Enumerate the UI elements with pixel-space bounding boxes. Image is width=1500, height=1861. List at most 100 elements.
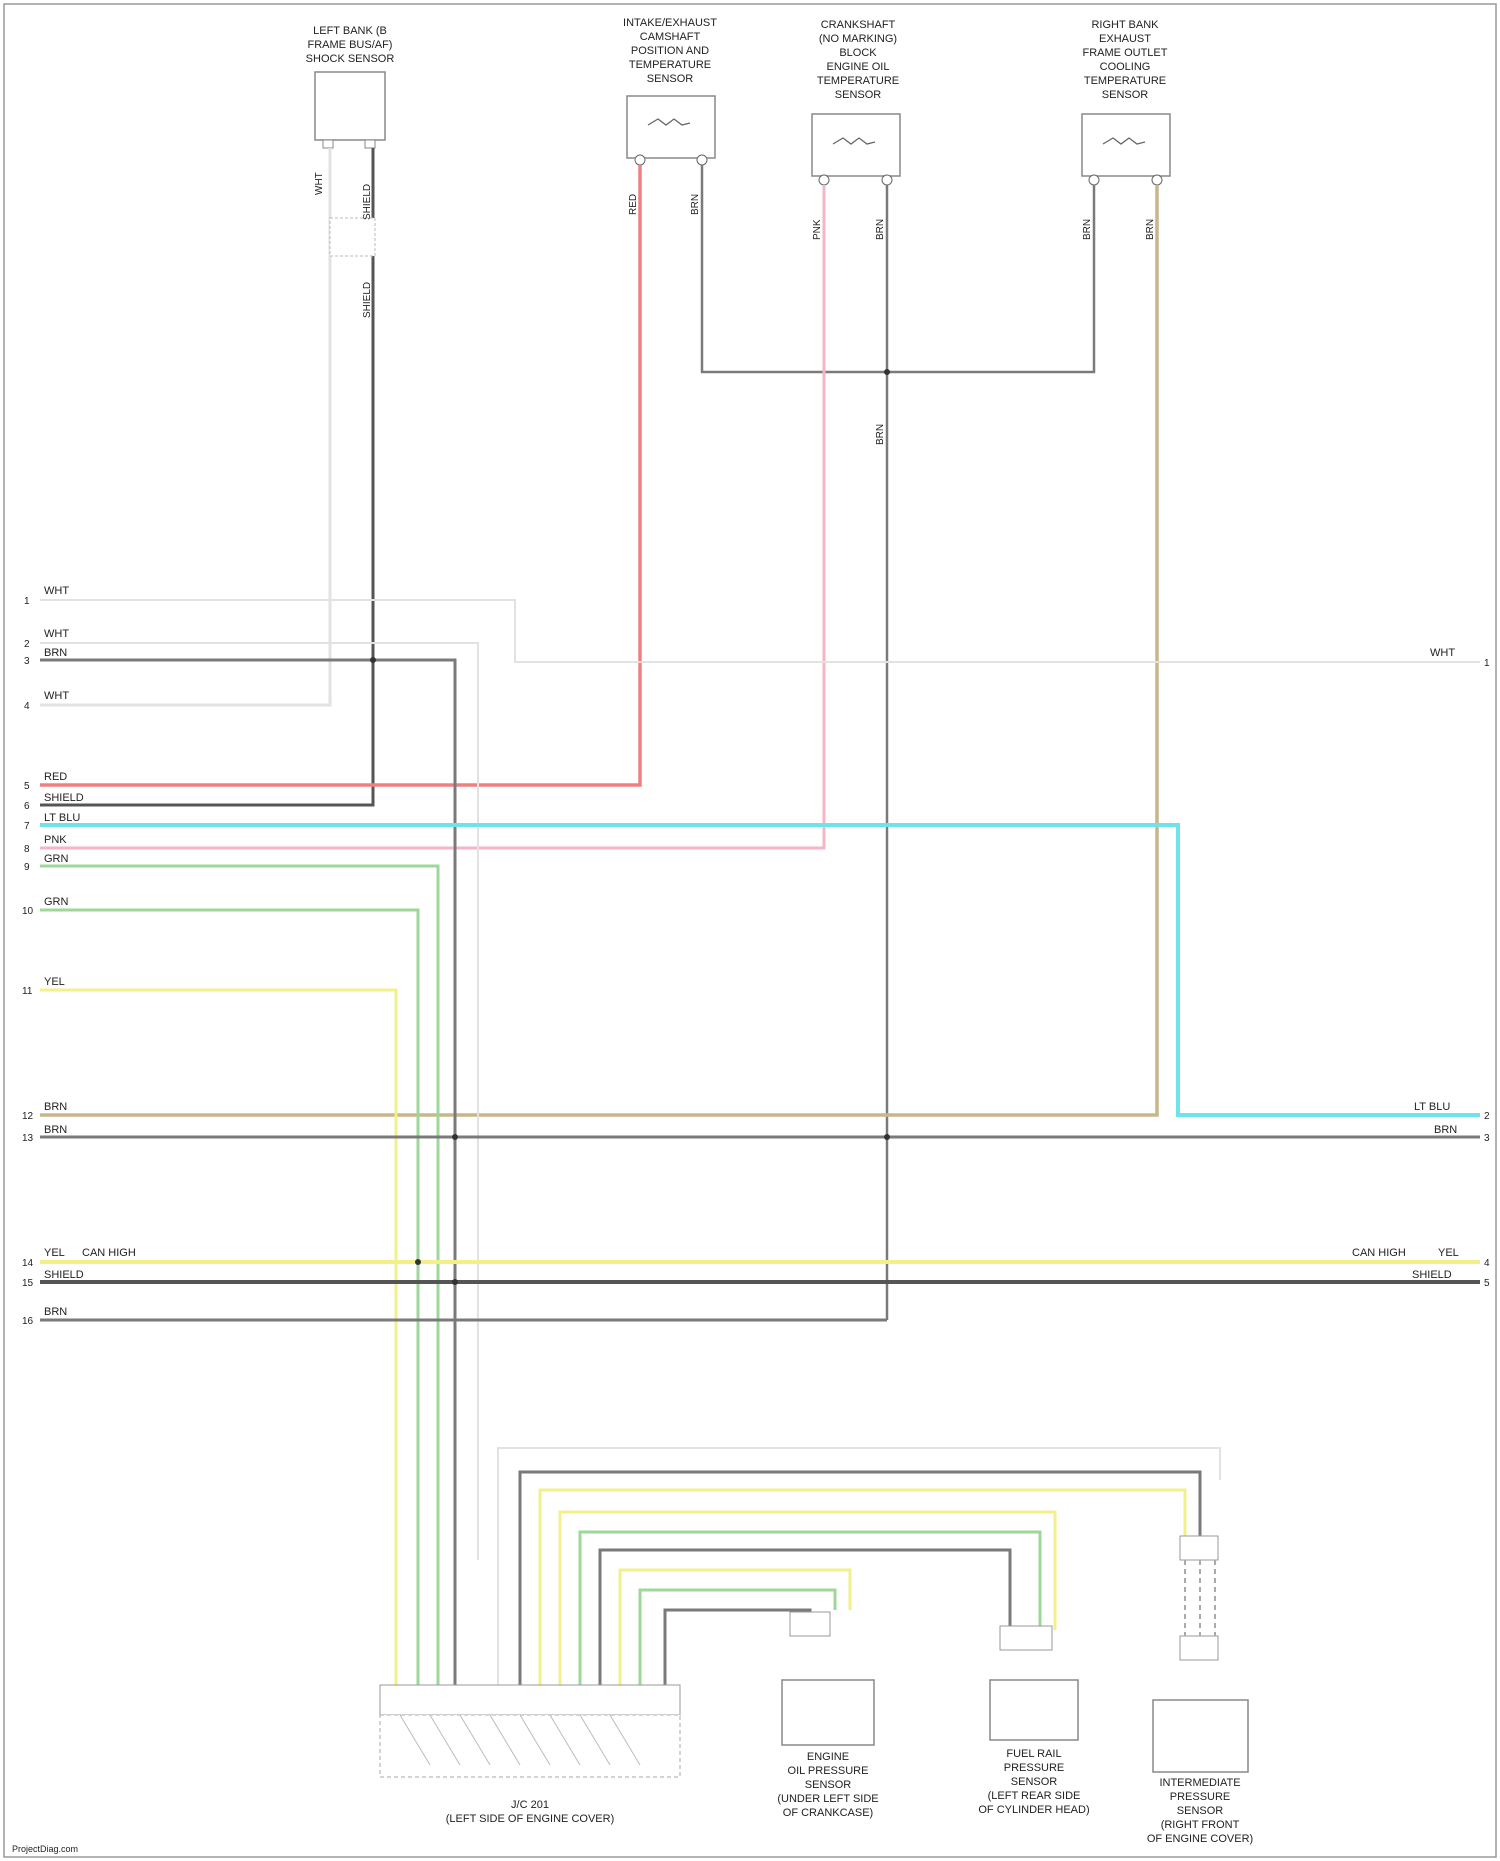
top-component-2-line-2: CAMSHAFT [640,31,701,43]
top-component-3-line-4: ENGINE OIL [827,61,890,73]
top-component-3: CRANKSHAFT (NO MARKING) BLOCK ENGINE OIL… [812,19,900,185]
wire-pin7-ltblu [40,825,1480,1115]
crankshaft-sensor-body [812,114,900,176]
vlabel-crankshaft-brn: BRN [875,219,886,240]
left-pin-4-color: WHT [44,690,69,702]
vlabel-shock-shield-2: SHIELD [362,282,373,318]
shock-sensor-body [315,72,385,140]
camshaft-sensor-body [627,96,715,158]
wire-pin3-brn [40,660,455,1690]
wire-pin1-wht [40,600,1480,662]
wire-pin11-yel [40,990,396,1690]
exhaust-sensor-pin-a [1089,175,1099,185]
vlabel-exhaust-brn: BRN [1082,219,1093,240]
diagram-frame [4,4,1496,1857]
top-component-1-line-3: SHOCK SENSOR [306,53,395,65]
right-pin-2-color: LT BLU [1414,1101,1450,1113]
left-pin-5-num: 5 [24,781,30,792]
top-component-4-line-2: EXHAUST [1099,33,1151,45]
camshaft-sensor-pin-b [697,155,707,165]
bottom-component-3: INTERMEDIATE PRESSURE SENSOR (RIGHT FRON… [1147,1700,1253,1845]
left-pin-4-num: 4 [24,701,30,712]
exhaust-sensor-body [1082,114,1170,176]
harness-brn-3 [665,1610,810,1690]
exhaust-sensor-pin-b [1152,175,1162,185]
top-component-3-line-2: (NO MARKING) [819,33,897,45]
shock-sensor-splice [330,218,375,256]
wire-pin10-grn [40,910,418,1690]
top-component-2-line-5: SENSOR [647,73,694,85]
right-pin-5-color: SHIELD [1412,1269,1452,1281]
left-pin-12-color: BRN [44,1101,67,1113]
left-pin-13-color: BRN [44,1124,67,1136]
vlabel-shock-shield-1: SHIELD [362,184,373,220]
top-component-2-line-1: INTAKE/EXHAUST [623,17,717,29]
right-pin-4-signal: CAN HIGH [1352,1247,1406,1259]
connector-jc201-line-1: J/C 201 [511,1799,549,1811]
top-component-3-line-5: TEMPERATURE [817,75,899,87]
left-pin-11-color: YEL [44,976,65,988]
connector-jc201: J/C 201 (LEFT SIDE OF ENGINE COVER) [380,1685,680,1825]
wire-shock-wht [40,148,330,705]
left-pin-7-color: LT BLU [44,812,80,824]
left-pin-15-num: 15 [22,1278,34,1289]
crankshaft-sensor-pin-b [882,175,892,185]
bottom-component-2-line-5: OF CYLINDER HEAD) [978,1804,1089,1816]
crankshaft-sensor-pin-a [819,175,829,185]
left-pin-1-color: WHT [44,585,69,597]
harness-yel-1 [540,1490,1185,1690]
vlabel-camshaft-brn: BRN [690,194,701,215]
top-component-2-line-4: TEMPERATURE [629,59,711,71]
top-component-3-line-1: CRANKSHAFT [821,19,896,31]
bottom-component-3-line-5: OF ENGINE COVER) [1147,1833,1253,1845]
left-pin-8-num: 8 [24,844,30,855]
top-component-2: INTAKE/EXHAUST CAMSHAFT POSITION AND TEM… [623,17,717,165]
shock-sensor-pin-a [323,140,333,148]
top-component-3-line-6: SENSOR [835,89,882,101]
vlabel-shock-wht: WHT [314,172,325,195]
right-pin-3-color: BRN [1434,1124,1457,1136]
left-pin-9-num: 9 [24,862,30,873]
left-pin-9-color: GRN [44,853,69,865]
left-pin-3-color: BRN [44,647,67,659]
left-pin-7-num: 7 [24,821,30,832]
top-component-4-line-1: RIGHT BANK [1091,19,1159,31]
wire-pin2-wht [40,643,478,1560]
top-component-1-line-2: FRAME BUS/AF) [308,39,393,51]
top-component-4: RIGHT BANK EXHAUST FRAME OUTLET COOLING … [1082,19,1170,185]
left-pin-6-color: SHIELD [44,792,84,804]
top-component-1: LEFT BANK (B FRAME BUS/AF) SHOCK SENSOR [306,25,395,148]
harness-yel-2 [560,1512,1055,1690]
top-component-1-line-1: LEFT BANK (B [313,25,387,37]
bottom-component-2-line-1: FUEL RAIL [1006,1748,1061,1760]
right-pin-1-num: 1 [1484,658,1490,669]
left-pin-8-color: PNK [44,834,67,846]
right-pin-5-num: 5 [1484,1278,1490,1289]
right-pin-4-color: YEL [1438,1247,1459,1259]
left-pin-14-color: YEL [44,1247,65,1259]
left-pin-2-num: 2 [24,639,30,650]
bottom-component-1-line-4: (UNDER LEFT SIDE [777,1793,878,1805]
left-pin-10-num: 10 [22,906,34,917]
right-pin-3-num: 3 [1484,1133,1490,1144]
intermediate-sensor-splice [1180,1536,1218,1660]
right-pin-4-num: 4 [1484,1258,1490,1269]
left-pin-13-num: 13 [22,1133,34,1144]
bottom-component-2: FUEL RAIL PRESSURE SENSOR (LEFT REAR SID… [978,1626,1089,1816]
vlabel-exhaust-tan: BRN [1145,219,1156,240]
bottom-component-1-line-1: ENGINE [807,1751,849,1763]
bottom-component-1-line-5: OF CRANKCASE) [783,1807,873,1819]
top-component-4-line-4: COOLING [1100,61,1151,73]
left-pin-6-num: 6 [24,801,30,812]
bottom-component-3-line-1: INTERMEDIATE [1159,1777,1240,1789]
harness-brn-1 [520,1472,1200,1690]
bottom-component-3-line-4: (RIGHT FRONT [1161,1819,1240,1831]
left-pin-16-num: 16 [22,1316,34,1327]
left-pin-11-num: 11 [22,986,33,997]
camshaft-sensor-pin-a [635,155,645,165]
harness-grn-2 [640,1590,835,1690]
right-pin-2-num: 2 [1484,1111,1490,1122]
shock-sensor-pin-b [365,140,375,148]
right-pin-1-color: WHT [1430,647,1455,659]
wire-camshaft-brn [702,165,1094,372]
